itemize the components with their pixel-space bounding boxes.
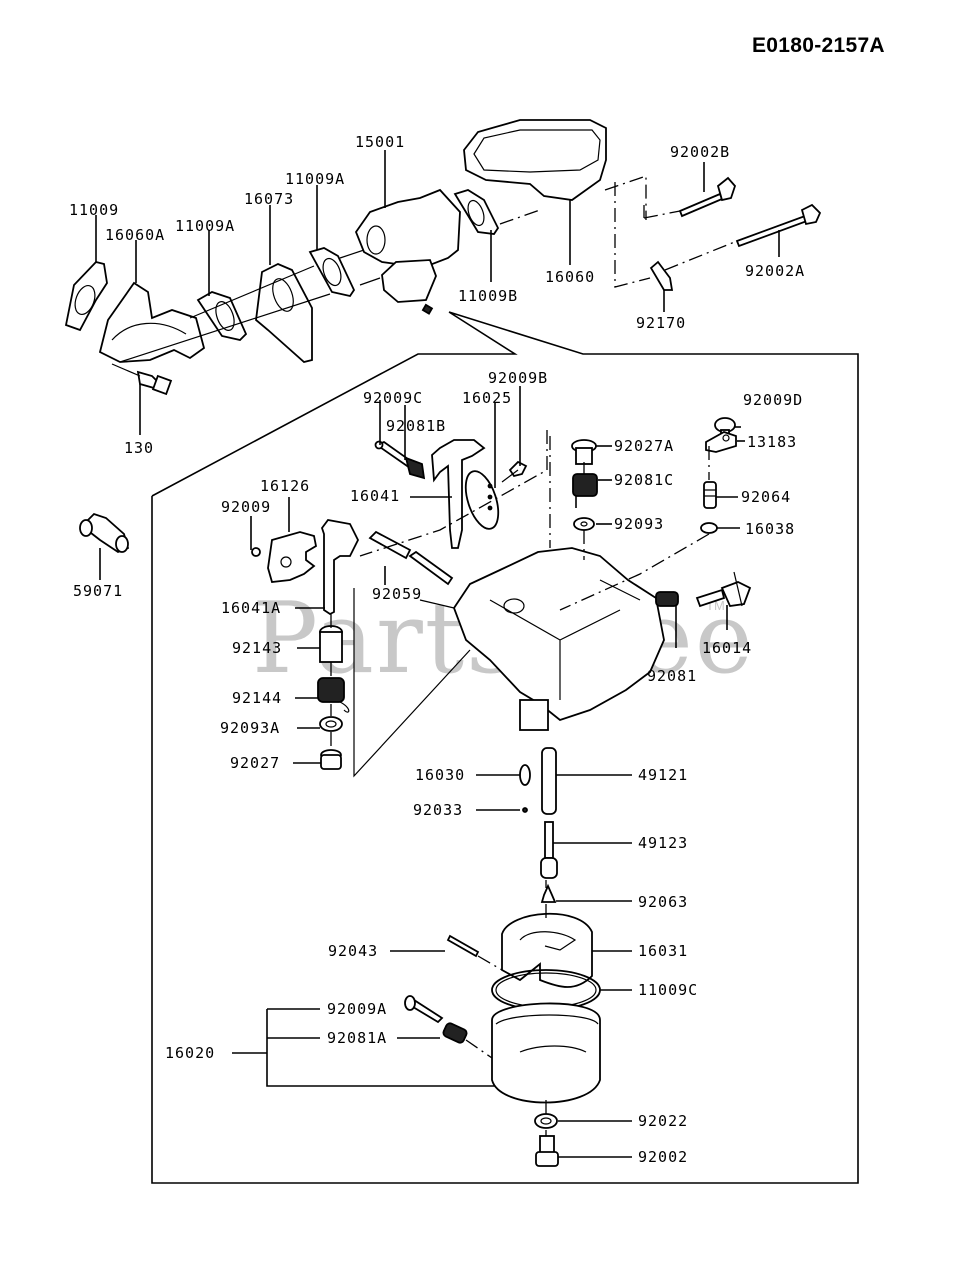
drain-bolt-92002[interactable] (535, 1135, 559, 1167)
cap-92027A[interactable] (571, 439, 597, 465)
float-16031[interactable] (501, 912, 593, 988)
insulator-16073[interactable] (255, 263, 313, 363)
throttle-shaft-16041[interactable] (431, 439, 486, 549)
label-92027A: 92027A (614, 437, 674, 455)
label-92043: 92043 (328, 942, 378, 960)
washer-92022[interactable] (534, 1113, 558, 1129)
label-16030: 16030 (415, 766, 465, 784)
spring-92081B[interactable] (404, 456, 426, 480)
label-92144: 92144 (232, 689, 282, 707)
bolt-92002A[interactable] (735, 203, 822, 248)
label-92027: 92027 (230, 754, 280, 772)
valve-92063[interactable] (540, 883, 557, 903)
label-16041A: 16041A (221, 599, 281, 617)
label-92081B: 92081B (386, 417, 446, 435)
screw-92009[interactable] (251, 547, 261, 557)
label-92002A: 92002A (745, 262, 805, 280)
bracket-92170[interactable] (649, 260, 674, 291)
elbow-16060A[interactable] (98, 281, 206, 363)
label-16025: 16025 (462, 389, 512, 407)
label-49123: 49123 (638, 834, 688, 852)
label-92081A: 92081A (327, 1029, 387, 1047)
label-16020: 16020 (165, 1044, 215, 1062)
jet-49123[interactable] (540, 821, 558, 879)
clip-92033[interactable] (522, 807, 528, 813)
label-92093: 92093 (614, 515, 664, 533)
choke-shaft-16041A[interactable] (320, 519, 360, 616)
label-92143: 92143 (232, 639, 282, 657)
float-bowl-16020[interactable] (491, 1002, 601, 1104)
label-11009C: 11009C (638, 981, 698, 999)
label-92033: 92033 (413, 801, 463, 819)
screw-92009A[interactable] (404, 995, 444, 1024)
spring-92144[interactable] (317, 677, 350, 713)
collar-92143[interactable] (319, 625, 343, 663)
label-92009D: 92009D (743, 391, 803, 409)
spring-92081A[interactable] (442, 1022, 468, 1044)
screw-92064[interactable] (703, 481, 717, 509)
fitting-59071[interactable] (79, 512, 130, 554)
label-16060A: 16060A (105, 226, 165, 244)
pipe-92059[interactable] (368, 530, 454, 586)
bolt-130[interactable] (136, 370, 173, 396)
label-92059: 92059 (372, 585, 422, 603)
throttle-plate-16025[interactable] (459, 467, 504, 533)
label-92093A: 92093A (220, 719, 280, 737)
label-92009A: 92009A (327, 1000, 387, 1018)
label-16060: 16060 (545, 268, 595, 286)
tube-49121[interactable] (541, 747, 557, 815)
label-92022: 92022 (638, 1112, 688, 1130)
label-92081C: 92081C (614, 471, 674, 489)
gasket-11009A-1[interactable] (196, 291, 248, 341)
leader-lines (95, 150, 780, 1158)
plate-13183[interactable] (705, 431, 737, 453)
label-92009B: 92009B (488, 369, 548, 387)
carburetor-15001[interactable] (354, 188, 461, 315)
spring-92081[interactable] (655, 591, 679, 607)
gasket-11009B[interactable] (453, 189, 500, 235)
label-11009A-2: 11009A (285, 170, 345, 188)
label-92170: 92170 (636, 314, 686, 332)
choke-plate-16126[interactable] (267, 531, 318, 583)
label-16126: 16126 (260, 477, 310, 495)
gasket-11009A-2[interactable] (308, 247, 356, 298)
detail-frame (151, 311, 859, 1184)
bolt-92002B[interactable] (678, 176, 737, 218)
air-horn-16060[interactable] (463, 119, 607, 201)
washer-92093[interactable] (573, 517, 595, 531)
needle-16030[interactable] (519, 764, 531, 786)
fuel-cock-16014[interactable] (695, 571, 752, 608)
label-16014: 16014 (702, 639, 752, 657)
label-130: 130 (124, 439, 154, 457)
label-92002: 92002 (638, 1148, 688, 1166)
washer-92093A[interactable] (319, 716, 343, 732)
label-13183: 13183 (747, 433, 797, 451)
label-11009B: 11009B (458, 287, 518, 305)
label-92063: 92063 (638, 893, 688, 911)
carburetor-body[interactable] (452, 547, 665, 731)
label-16073: 16073 (244, 190, 294, 208)
label-15001: 15001 (355, 133, 405, 151)
label-49121: 49121 (638, 766, 688, 784)
pin-92043[interactable] (446, 934, 480, 958)
o-ring-16038[interactable] (700, 522, 718, 534)
label-92009C: 92009C (363, 389, 423, 407)
label-16041: 16041 (350, 487, 400, 505)
label-92081: 92081 (647, 667, 697, 685)
label-92064: 92064 (741, 488, 791, 506)
label-16031: 16031 (638, 942, 688, 960)
label-92002B: 92002B (670, 143, 730, 161)
diagram-code: E0180-2157A (752, 34, 885, 57)
label-11009A-1: 11009A (175, 217, 235, 235)
label-59071: 59071 (73, 582, 123, 600)
label-11009: 11009 (69, 201, 119, 219)
spring-92081C[interactable] (572, 473, 598, 508)
label-92009: 92009 (221, 498, 271, 516)
gasket-11009[interactable] (64, 261, 108, 332)
cap-92027[interactable] (320, 749, 342, 770)
label-16038: 16038 (745, 520, 795, 538)
